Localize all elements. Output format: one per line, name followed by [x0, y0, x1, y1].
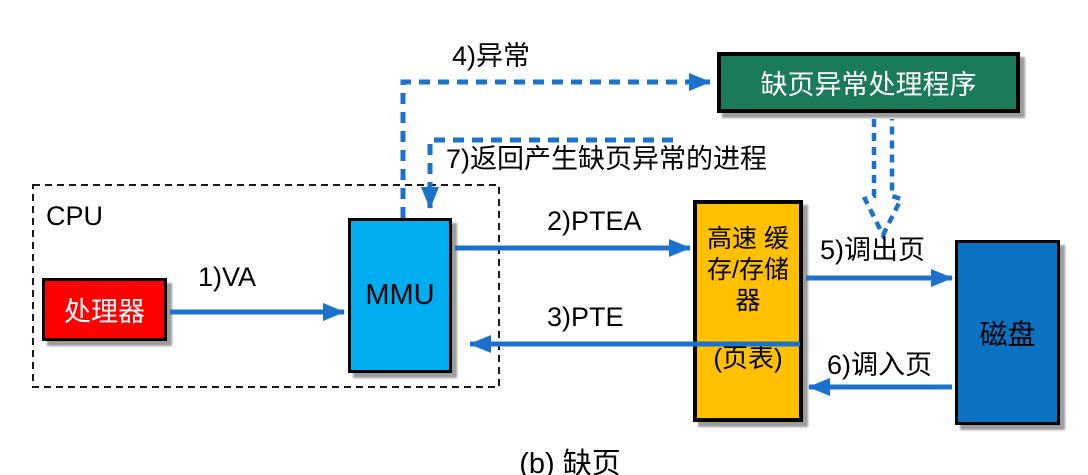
fault-handler-box: 缺页异常处理程序 — [717, 52, 1020, 113]
cache-memory-box: 高速 缓存/存储器 (页表) — [693, 200, 803, 422]
cache-memory-label: 高速 缓存/存储器 — [707, 225, 789, 315]
page-table-label: (页表) — [713, 343, 783, 373]
handler-down-hollow-arrow — [861, 119, 905, 241]
edge-step7-label: 7)返回产生缺页异常的进程 — [446, 144, 768, 174]
edge-step4-label: 4)异常 — [452, 41, 531, 71]
cpu-container-label: CPU — [46, 201, 104, 231]
figure-caption: (b) 缺页 — [519, 448, 621, 475]
processor-box: 处理器 — [42, 278, 167, 341]
edge-step3-label: 3)PTE — [547, 302, 624, 332]
edge-step6-label: 6)调入页 — [827, 350, 933, 380]
fault-handler-label: 缺页异常处理程序 — [760, 70, 977, 100]
edge-step1-label: 1)VA — [198, 262, 257, 292]
processor-label: 处理器 — [64, 297, 145, 327]
edge-step2-label: 2)PTEA — [547, 206, 642, 236]
mmu-label: MMU — [365, 279, 435, 311]
mmu-box: MMU — [348, 218, 452, 373]
edge-step5-label: 5)调出页 — [820, 235, 926, 265]
disk-label: 磁盘 — [979, 318, 1036, 350]
disk-box: 磁盘 — [955, 240, 1060, 425]
